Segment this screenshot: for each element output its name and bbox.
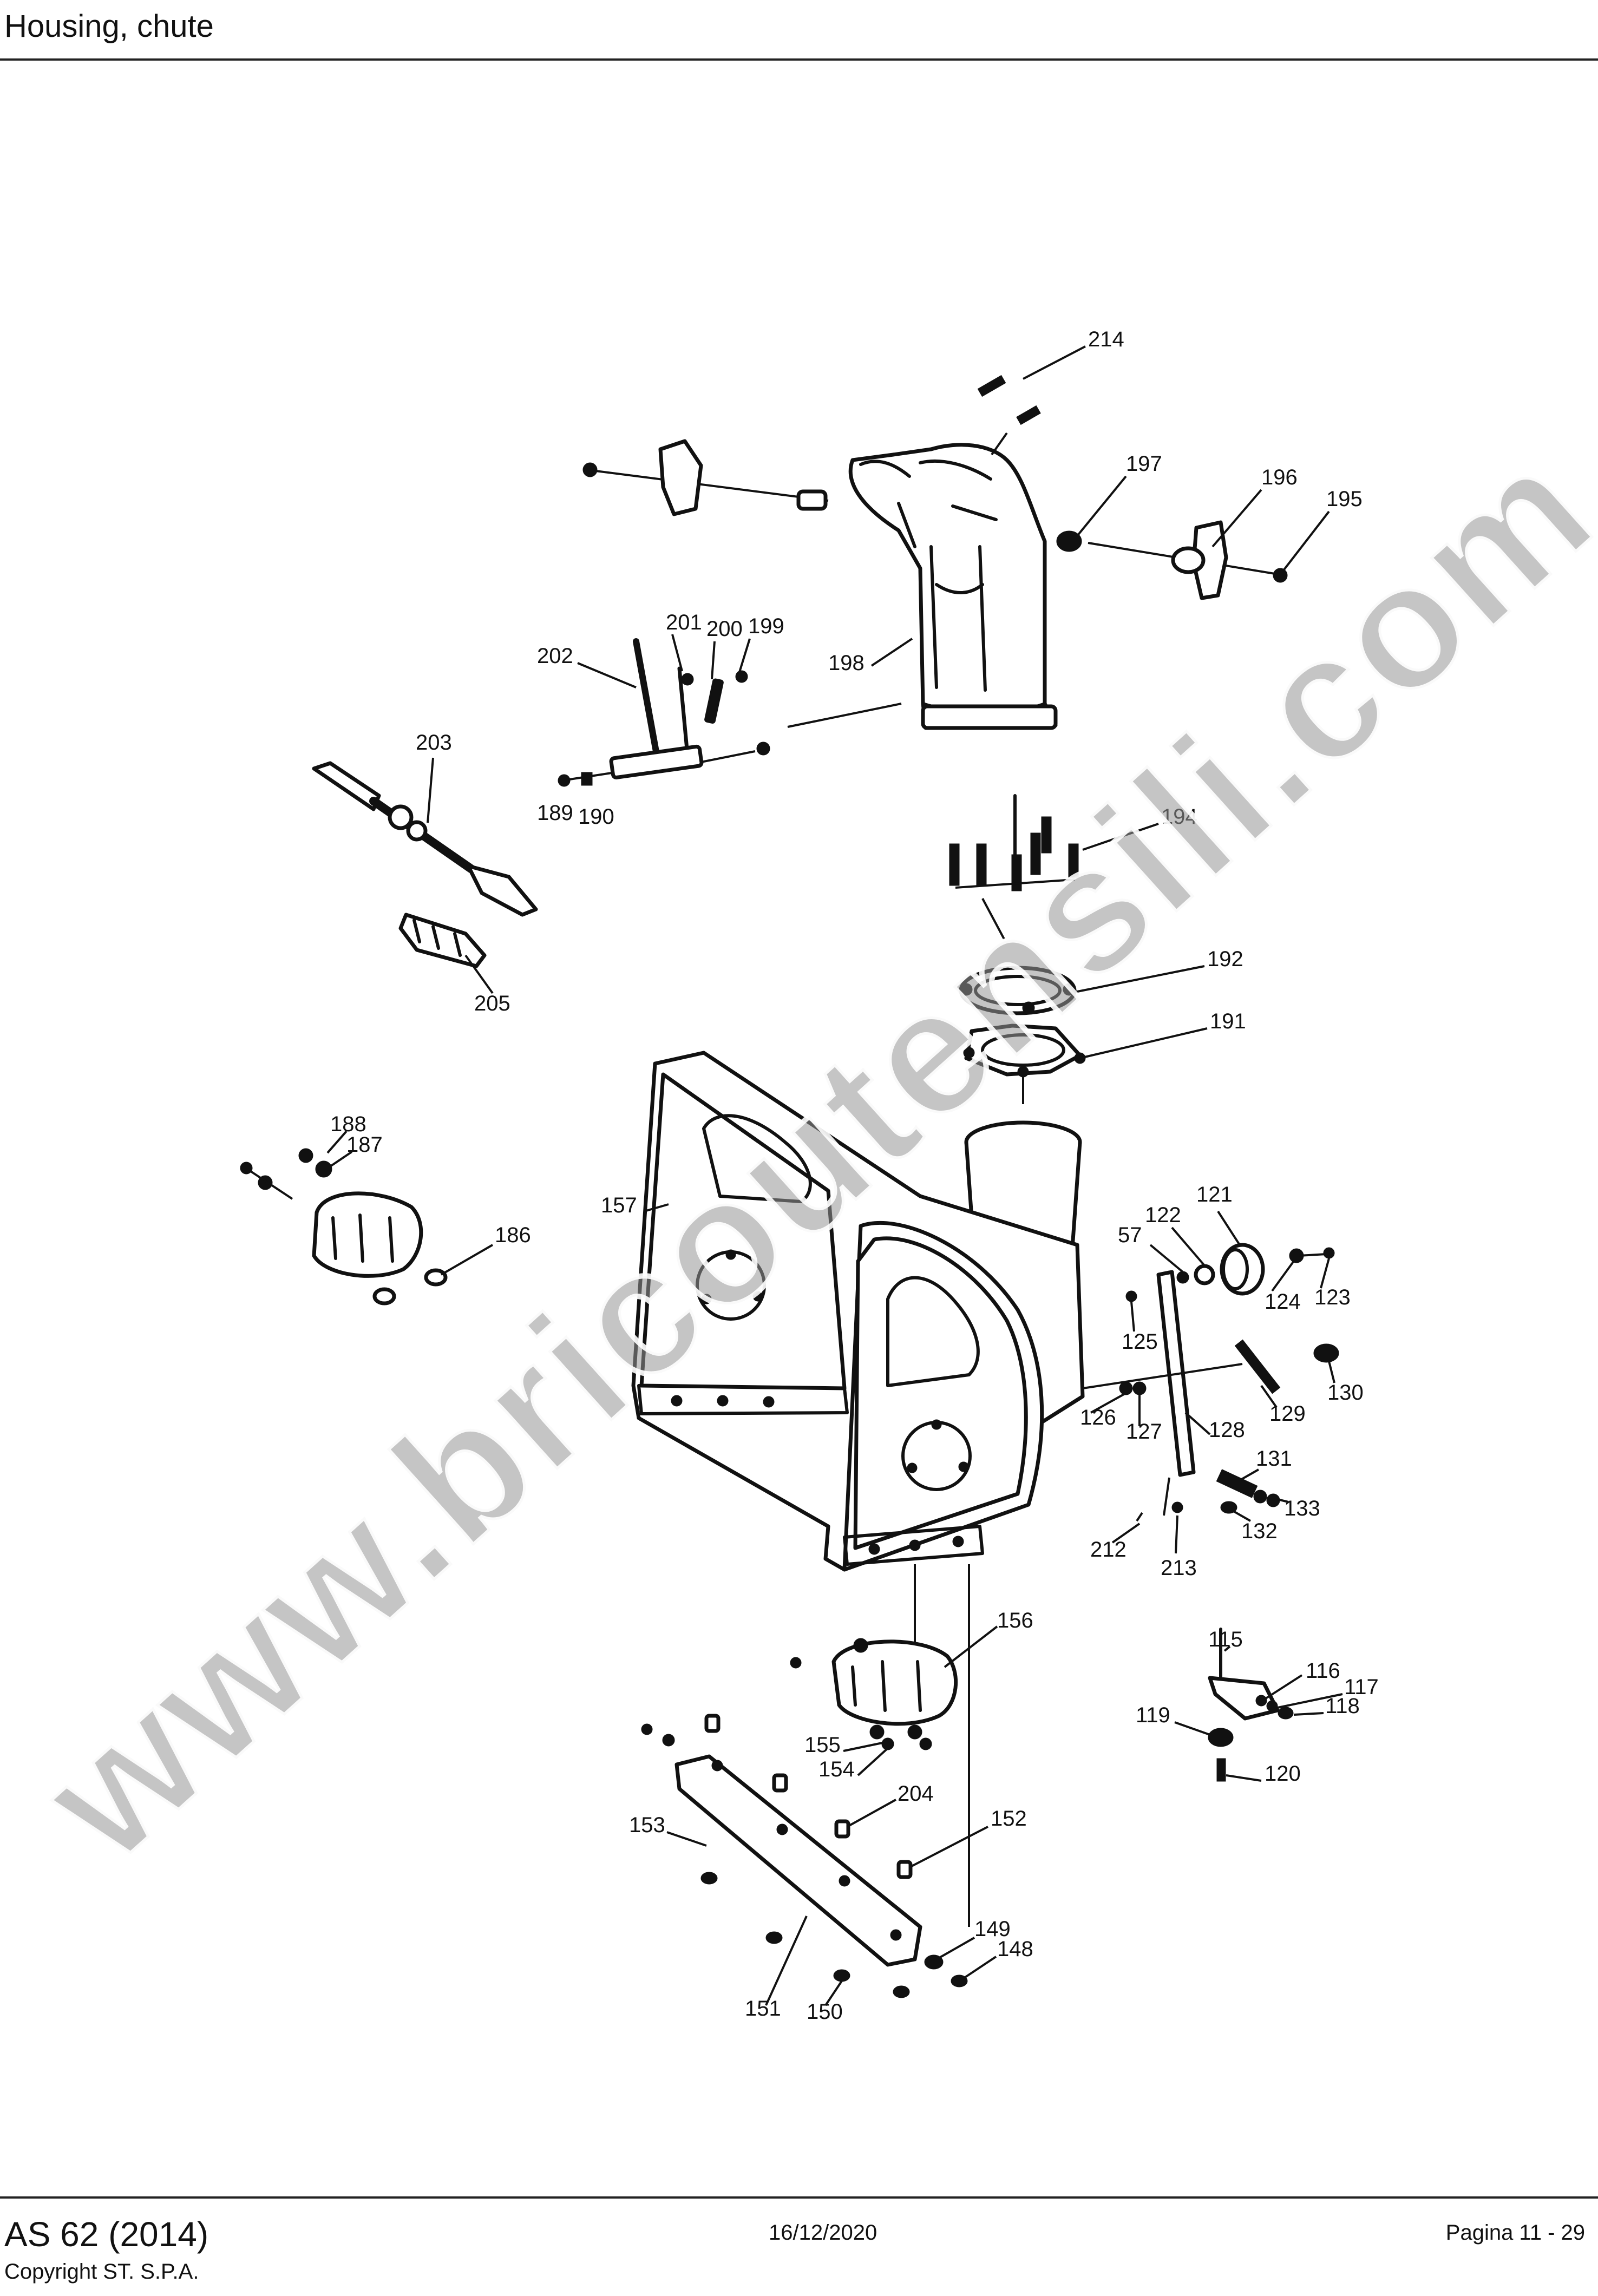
callout-194: 194 [1161,805,1197,829]
footer-copyright: Copyright ST. S.P.A. [4,2260,199,2284]
callout-198: 198 [828,651,865,675]
left-chute-knob [582,439,829,516]
callout-189: 189 [537,801,573,825]
auger-housing [631,1051,1085,1572]
callout-186: 186 [495,1223,531,1247]
callout-127: 127 [1126,1420,1162,1444]
right-chute-knob [1056,520,1288,600]
crank-rod [312,761,538,917]
callout-126: 126 [1080,1406,1116,1429]
callout-123: 123 [1314,1285,1351,1309]
callout-192: 192 [1207,947,1243,971]
footer-date: 16/12/2020 [769,2221,877,2245]
callout-151: 151 [745,1997,781,2021]
chute-part [848,443,1058,730]
callout-213: 213 [1161,1556,1197,1580]
callout-203: 203 [416,731,452,755]
callout-195: 195 [1326,487,1363,511]
callout-115: 115 [1208,1628,1243,1651]
callout-214: 214 [1088,327,1124,351]
bolt-set [949,794,1079,940]
callout-125: 125 [1122,1330,1158,1354]
callout-129: 129 [1269,1402,1306,1426]
callout-191: 191 [1210,1009,1246,1033]
callout-153: 153 [629,1813,665,1837]
callout-199: 199 [748,614,784,638]
callout-196: 196 [1261,465,1298,489]
callout-119: 119 [1136,1703,1170,1727]
callout-150: 150 [807,2000,843,2024]
callout-57: 57 [1118,1223,1142,1247]
callout-205: 205 [474,992,510,1015]
callout-190: 190 [578,805,614,829]
callout-157: 157 [601,1193,637,1217]
callout-154: 154 [818,1757,855,1781]
callout-132: 132 [1241,1519,1278,1543]
chute-base-plate [963,1024,1086,1104]
callout-152: 152 [991,1807,1027,1831]
callout-200: 200 [706,617,743,641]
crank-bracket [398,913,487,968]
callout-121: 121 [1196,1183,1233,1206]
callout-117: 117 [1344,1675,1379,1699]
callout-212: 212 [1090,1538,1127,1562]
footer-model: AS 62 (2014) [4,2215,209,2254]
callout-149: 149 [974,1917,1011,1941]
footer-page-number: Pagina 11 - 29 [1445,2221,1585,2245]
callout-128: 128 [1209,1418,1245,1442]
callout-155: 155 [804,1733,841,1757]
callout-130: 130 [1327,1381,1364,1405]
callout-131: 131 [1256,1447,1292,1471]
footer-divider [0,2196,1598,2199]
callout-187: 187 [346,1133,383,1157]
callout-201: 201 [666,611,702,634]
chute-ring [959,966,1077,1015]
left-skid-shoe [240,1148,448,1306]
small-bracket-assembly [1208,1628,1294,1782]
callout-188: 188 [330,1112,366,1136]
callout-204: 204 [898,1782,934,1806]
callout-124: 124 [1265,1290,1301,1314]
drive-assembly [1082,1243,1339,1522]
callout-120: 120 [1265,1762,1301,1786]
header-divider [0,58,1598,61]
callout-156: 156 [997,1609,1033,1632]
callout-leaders [326,345,1343,2006]
callout-202: 202 [537,644,573,668]
scraper-bar [641,1714,968,1998]
page-title: Housing, chute [4,9,214,44]
callout-133: 133 [1284,1497,1320,1520]
bottom-skid-shoe [790,1564,970,1927]
callout-118: 118 [1325,1694,1360,1718]
callout-197: 197 [1126,452,1162,476]
callout-122: 122 [1145,1203,1181,1227]
callout-148: 148 [997,1937,1033,1961]
callout-116: 116 [1306,1659,1340,1683]
deflector-pins [977,375,1041,456]
